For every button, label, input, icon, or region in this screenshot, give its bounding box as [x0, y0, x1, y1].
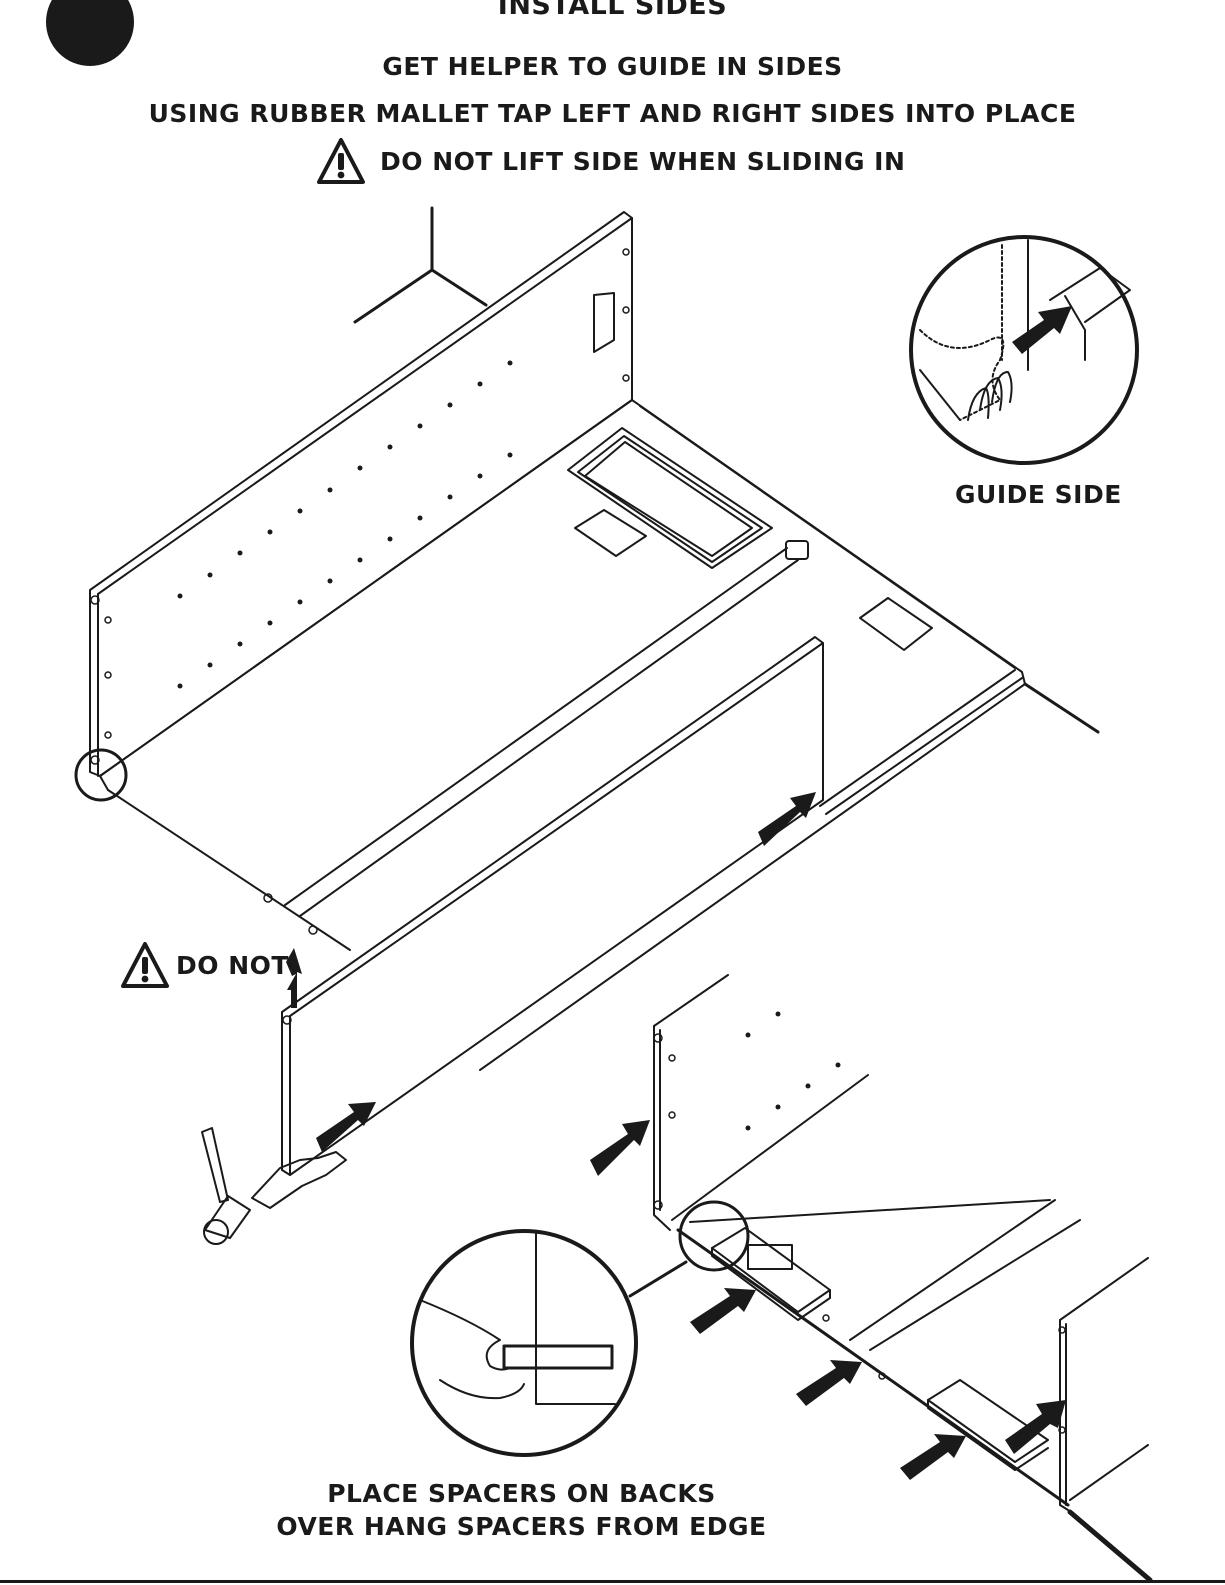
guide-side-label: GUIDE SIDE — [955, 480, 1122, 509]
panel-cutout — [568, 428, 772, 568]
do-not-lift-warning: DO NOT — [120, 940, 289, 990]
footer-instruction-1: PLACE SPACERS ON BACKS — [0, 1479, 1043, 1508]
small-label — [786, 541, 808, 559]
do-not-text: DO NOT — [176, 951, 289, 980]
footer-instruction-2: OVER HANG SPACERS FROM EDGE — [0, 1512, 1043, 1541]
hand-icon — [252, 1152, 346, 1208]
back-panel — [90, 212, 632, 776]
magnifier-circle-spacer — [680, 1202, 748, 1270]
left-side-panel — [282, 637, 823, 1175]
direction-label-3 — [594, 293, 614, 352]
rubber-mallet-icon — [202, 1128, 250, 1244]
spacer-detail — [412, 1231, 636, 1455]
warning-triangle-icon — [120, 940, 170, 990]
direction-label-2 — [860, 598, 932, 650]
screw-holes — [91, 249, 1065, 1433]
corner-reference-lines — [355, 208, 486, 322]
page-bottom-rule — [0, 1580, 1225, 1583]
right-side-panel-left — [654, 975, 868, 1230]
